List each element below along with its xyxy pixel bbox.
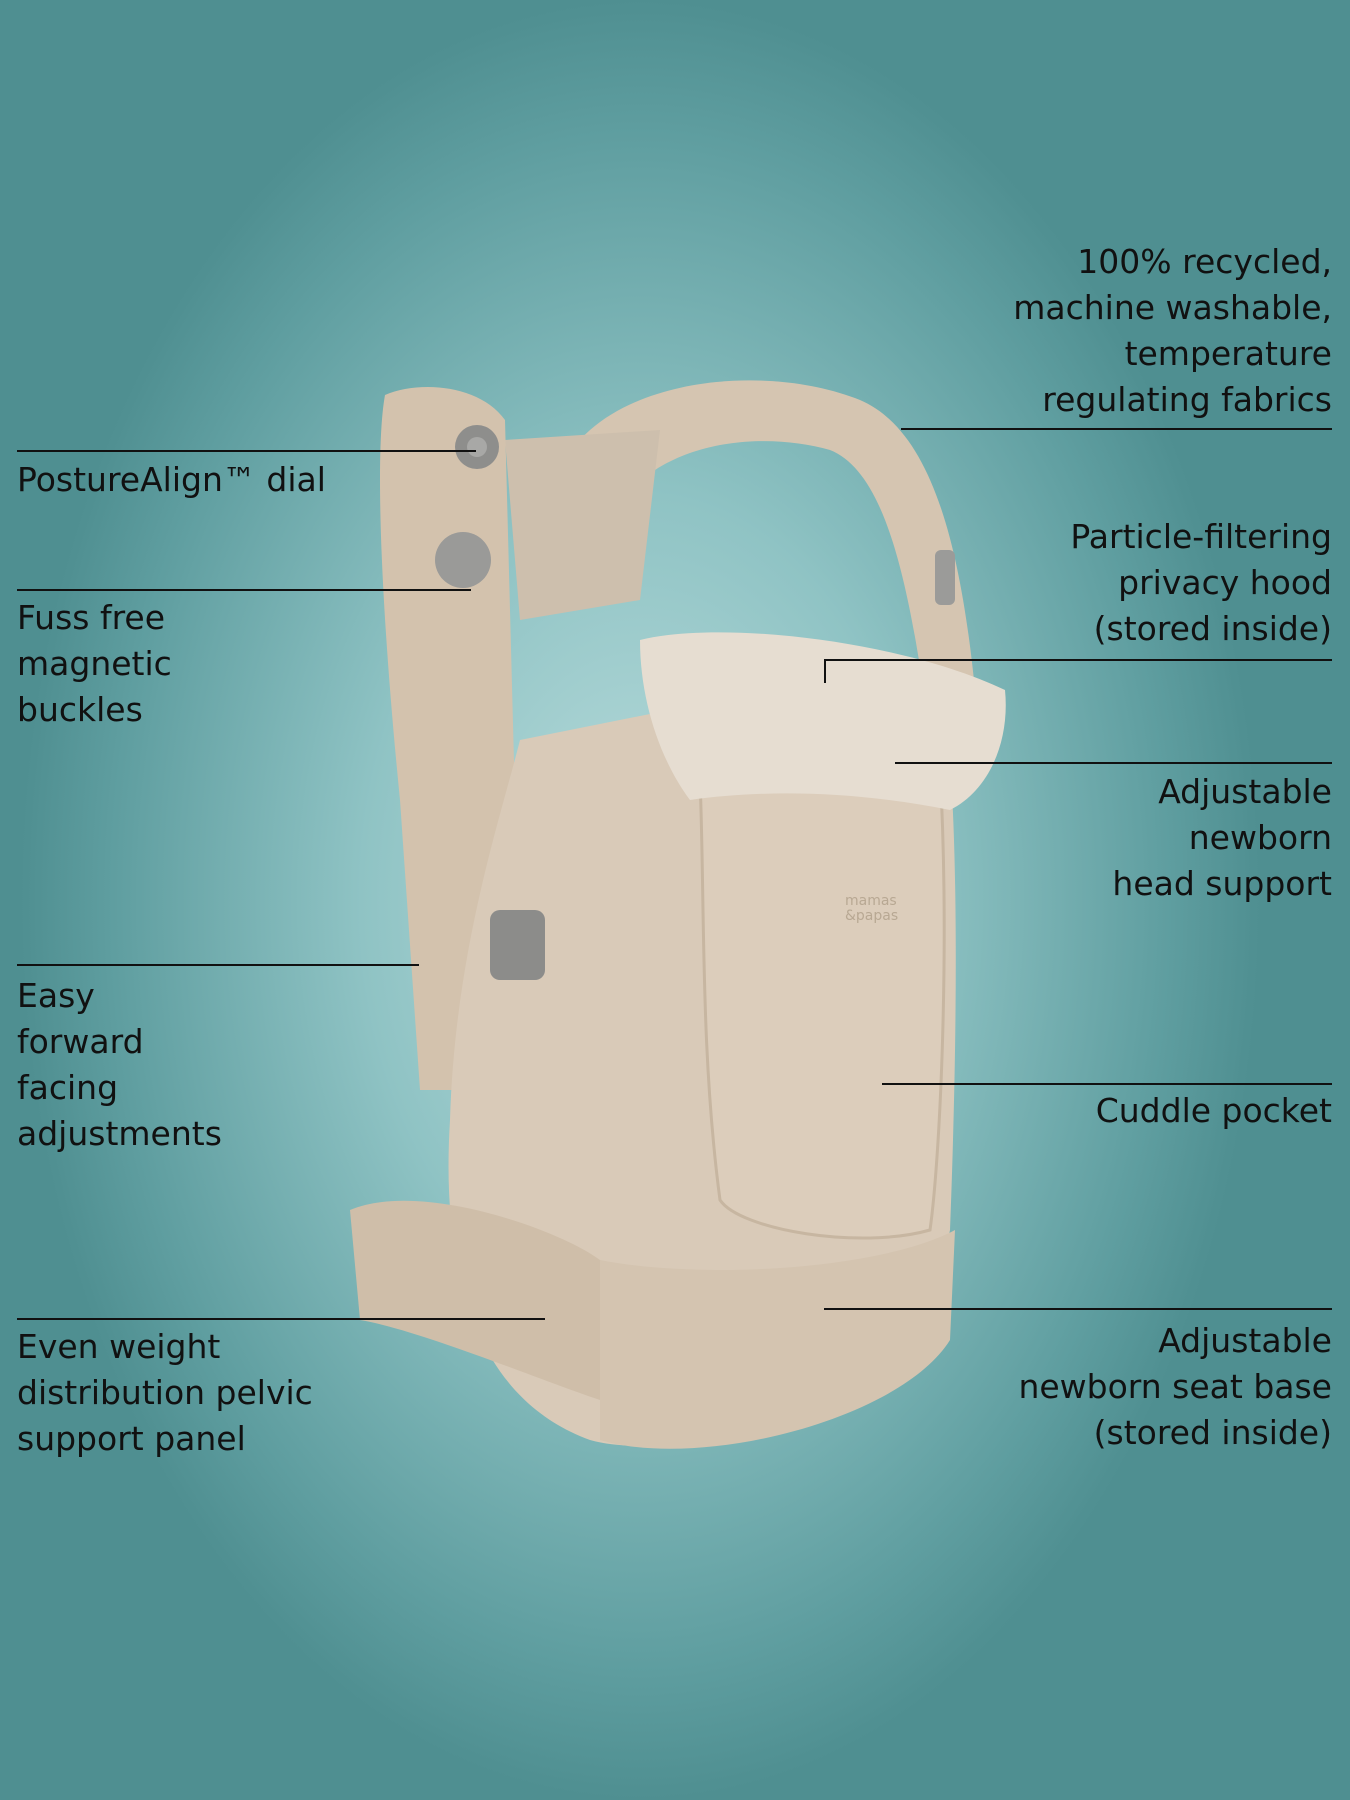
callout-line-hood [824,659,1332,661]
callout-line-pelvic-panel [17,1318,545,1320]
feature-seat-base: Adjustable newborn seat base (stored ins… [1018,1321,1332,1452]
callout-line-forward-facing [17,964,419,966]
callout-line-head-support [895,762,1332,764]
callout-line-fabrics [901,428,1332,430]
feature-cuddle-pocket: Cuddle pocket [1095,1091,1332,1130]
callout-line-dial [17,450,476,452]
callout-tick-hood [824,659,826,683]
right-shoulder-strap [560,380,975,700]
callout-line-cuddle-pocket [882,1083,1332,1085]
feature-forward-facing: Easy forward facing adjustments [17,976,222,1153]
feature-recycled-fabrics: 100% recycled, machine washable, tempera… [1013,242,1332,419]
feature-posture-align-dial: PostureAlign™ dial [17,460,326,499]
side-buckle-icon [490,910,545,980]
feature-magnetic-buckles: Fuss free magnetic buckles [17,598,172,729]
head-support-hood [640,632,1006,810]
waist-belt [350,1200,600,1400]
brand-logo: mamas [845,893,897,909]
back-mesh-panel [505,430,660,620]
hood-clip-icon [935,550,955,605]
feature-privacy-hood: Particle-filtering privacy hood (stored … [1070,517,1332,648]
magnetic-buckle-icon [435,532,491,588]
feature-head-support: Adjustable newborn head support [1112,772,1332,903]
seat-base [600,1230,955,1449]
cuddle-pocket-panel [698,768,946,1240]
svg-text:&papas: &papas [845,908,898,924]
callout-line-seat-base [824,1308,1332,1310]
callout-line-buckles [17,589,471,591]
feature-pelvic-support-panel: Even weight distribution pelvic support … [17,1327,313,1458]
